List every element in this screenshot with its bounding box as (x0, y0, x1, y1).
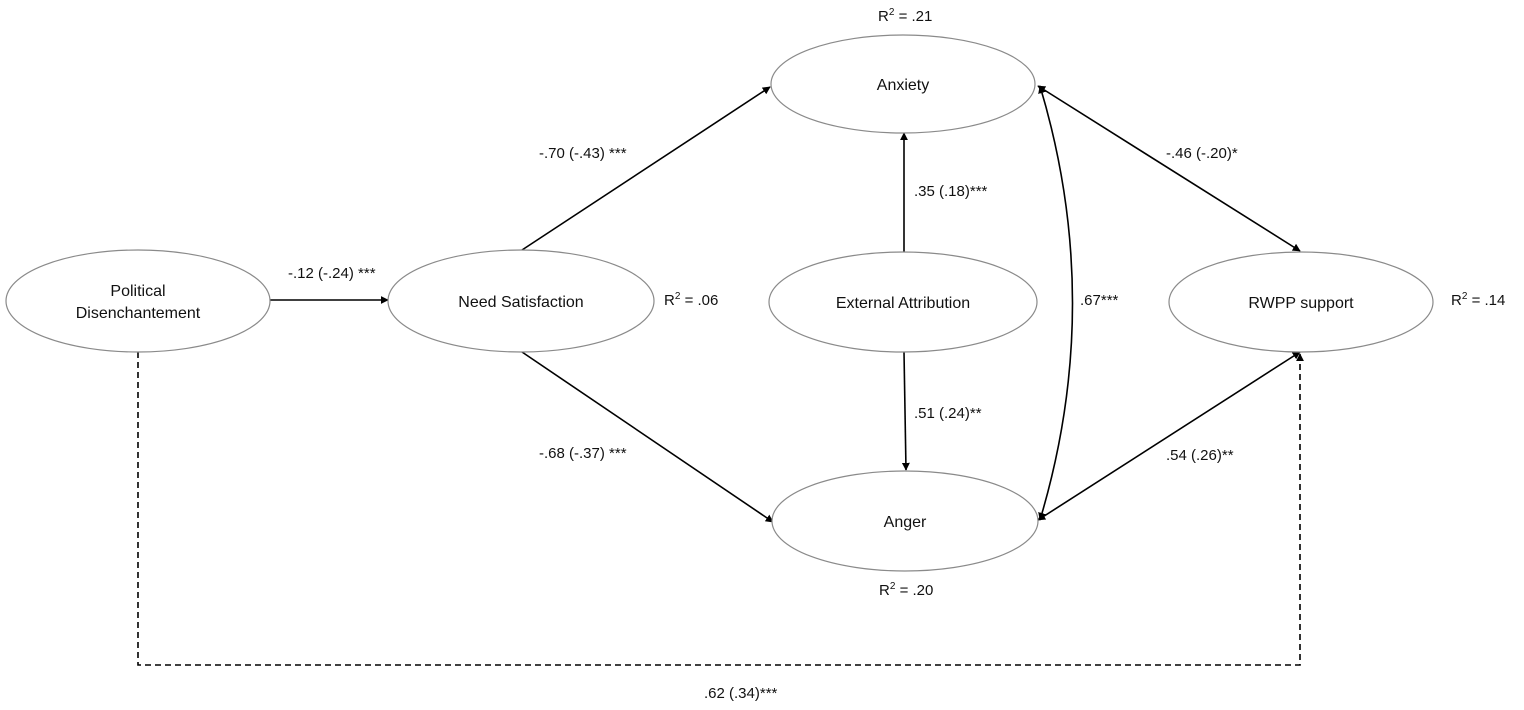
node-anxiety-label: Anxiety (877, 77, 929, 94)
edge-need-anxiety (521, 86, 771, 251)
path-label-anger-rwpp: .54 (.26)** (1166, 447, 1234, 464)
r2-anger: R2 = .20 (879, 581, 933, 599)
node-external-label: External Attribution (836, 295, 970, 312)
edge-anger-rwpp (1037, 351, 1301, 521)
edge-anxiety-rwpp (1037, 85, 1301, 252)
node-need-satisfaction: Need Satisfaction (387, 249, 655, 353)
node-external-attribution: External Attribution (768, 251, 1038, 353)
edge-anxiety-anger-correlation (1038, 85, 1074, 521)
path-label-need-anxiety: -.70 (-.43) *** (539, 145, 627, 162)
node-political-disenchantement: Political Disenchantement (5, 249, 271, 353)
node-need-label: Need Satisfaction (458, 294, 583, 311)
node-political-label-line2: Disenchantement (76, 305, 201, 322)
r2-need-satisfaction: R2 = .06 (664, 291, 718, 309)
edge-need-anger (521, 351, 774, 523)
node-anxiety: Anxiety (770, 34, 1036, 134)
node-political-label-line1: Political (110, 283, 165, 300)
node-rwpp-label: RWPP support (1248, 295, 1354, 312)
node-anger-label: Anger (884, 514, 927, 531)
path-label-external-anxiety: .35 (.18)*** (914, 183, 988, 200)
node-rwpp-support: RWPP support (1168, 251, 1434, 353)
path-label-political-need: -.12 (-.24) *** (288, 265, 376, 282)
path-label-external-anger: .51 (.24)** (914, 405, 982, 422)
edge-political-rwpp-dashed (137, 352, 1304, 666)
node-anger: Anger (771, 470, 1039, 572)
r2-anxiety: R2 = .21 (878, 7, 932, 25)
path-label-need-anger: -.68 (-.37) *** (539, 445, 627, 462)
path-label-political-rwpp: .62 (.34)*** (704, 685, 778, 702)
path-label-anxiety-rwpp: -.46 (-.20)* (1166, 145, 1238, 162)
edge-external-anger (901, 351, 910, 471)
path-label-anxiety-anger: .67*** (1080, 292, 1119, 309)
r2-rwpp-support: R2 = .14 (1451, 291, 1505, 309)
